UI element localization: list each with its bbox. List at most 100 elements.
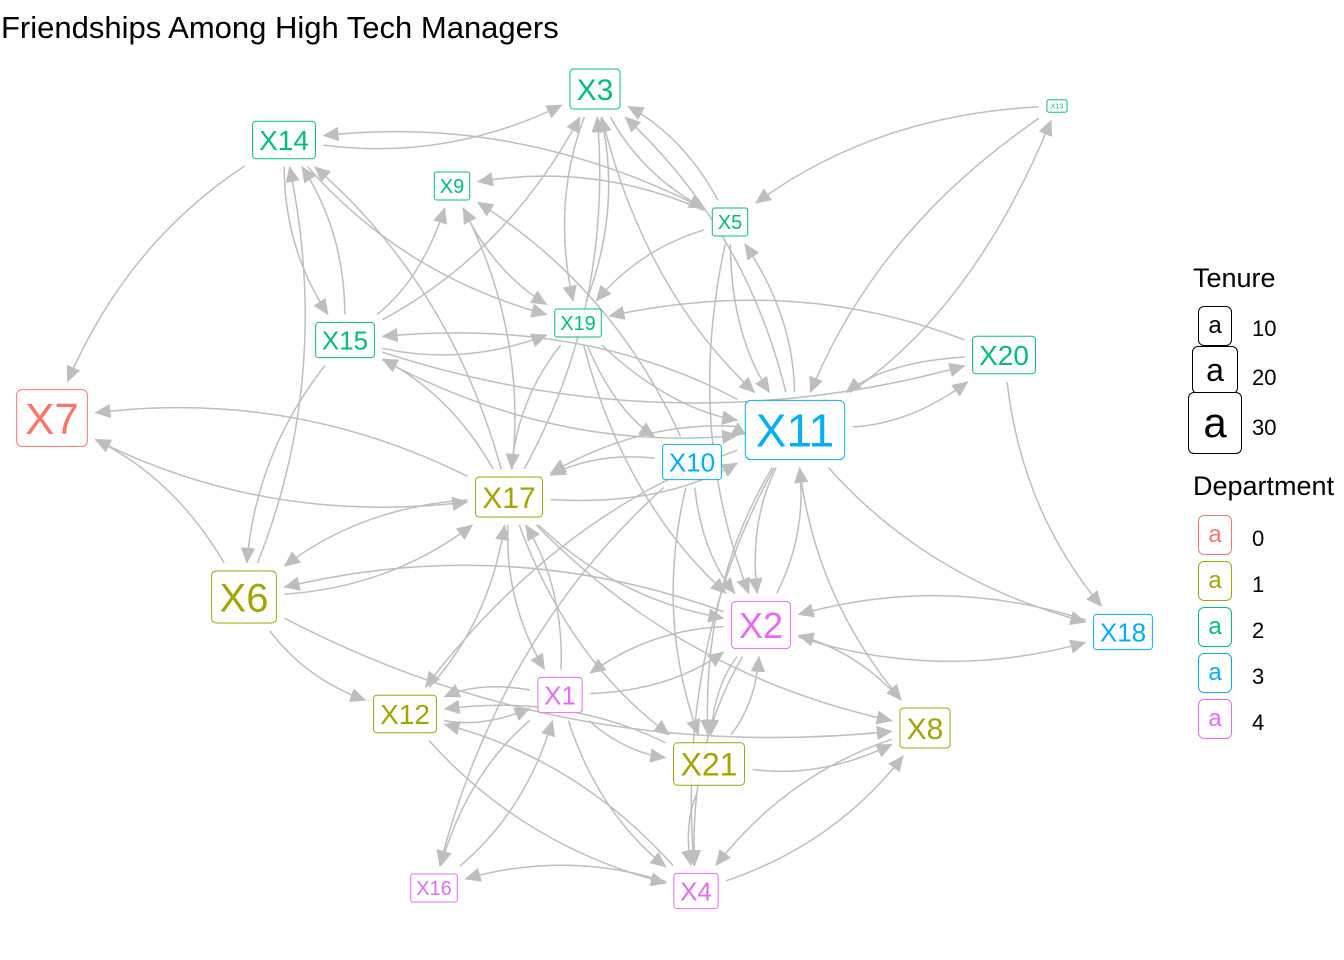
legend-key: a bbox=[1198, 306, 1232, 346]
edge-X15-to-X19 bbox=[382, 333, 548, 356]
edge-X19-to-X2 bbox=[582, 344, 727, 594]
node-box bbox=[410, 873, 458, 903]
edge-X11-to-X20 bbox=[852, 381, 969, 428]
edge-X7-to-X17 bbox=[95, 438, 469, 511]
edge-X17-to-X9 bbox=[462, 207, 516, 470]
edge-X10-to-X9 bbox=[477, 201, 682, 437]
edge-X17-to-X8 bbox=[535, 524, 893, 725]
edge-X5-to-X14 bbox=[322, 126, 705, 210]
edge-X5-to-X3 bbox=[627, 105, 719, 201]
node-label: X21 bbox=[681, 747, 738, 783]
node-X10[interactable]: X10 bbox=[662, 443, 722, 481]
edge-X17-to-X6 bbox=[283, 499, 468, 567]
node-X13[interactable]: X13 bbox=[1046, 99, 1068, 113]
edge-X2-to-X1 bbox=[589, 625, 724, 674]
legend-key: a bbox=[1198, 699, 1232, 739]
edge-X1-to-X4 bbox=[567, 720, 667, 868]
edge-X3-to-X19 bbox=[562, 116, 586, 302]
node-X5[interactable]: X5 bbox=[711, 207, 749, 237]
edge-X8-to-X4 bbox=[715, 738, 893, 867]
edge-X11-to-X15 bbox=[381, 327, 738, 400]
edge-X3-to-X11 bbox=[601, 116, 756, 393]
node-X8[interactable]: X8 bbox=[899, 707, 951, 749]
node-label: X11 bbox=[756, 405, 834, 457]
edge-X4-to-X16 bbox=[464, 864, 667, 883]
edge-X2-to-X11 bbox=[776, 466, 809, 594]
node-box bbox=[673, 872, 719, 910]
edge-X14-to-X7 bbox=[66, 165, 245, 383]
node-X15[interactable]: X15 bbox=[315, 321, 375, 359]
node-X20[interactable]: X20 bbox=[972, 335, 1036, 375]
node-X4[interactable]: X4 bbox=[673, 872, 719, 910]
node-box bbox=[537, 676, 583, 714]
node-X14[interactable]: X14 bbox=[252, 120, 316, 160]
edge-X2-to-X18 bbox=[798, 636, 1087, 663]
edge-X12-to-X17 bbox=[428, 524, 510, 688]
edge-X17-to-X14 bbox=[314, 166, 502, 470]
edge-X10-to-X17 bbox=[549, 456, 655, 477]
node-box bbox=[433, 171, 471, 201]
edge-X5-to-X11 bbox=[729, 243, 771, 394]
node-X19[interactable]: X19 bbox=[554, 308, 602, 338]
edge-X17-to-X7 bbox=[94, 403, 468, 477]
node-X12[interactable]: X12 bbox=[373, 694, 437, 734]
legend-label: 4 bbox=[1252, 710, 1265, 735]
node-box bbox=[315, 321, 375, 359]
node-X9[interactable]: X9 bbox=[433, 171, 471, 201]
node-X17[interactable]: X17 bbox=[475, 476, 543, 518]
edge-X11-to-X13 bbox=[849, 119, 1053, 394]
node-box bbox=[373, 694, 437, 734]
node-label: X17 bbox=[482, 482, 535, 515]
node-box bbox=[662, 443, 722, 481]
edge-X21-to-X2 bbox=[730, 655, 766, 736]
edge-X11-to-X2 bbox=[748, 467, 777, 595]
edge-X1-to-X17 bbox=[525, 524, 563, 670]
legend-key: a bbox=[1192, 346, 1238, 394]
node-label: X12 bbox=[380, 699, 430, 730]
node-box bbox=[899, 707, 951, 749]
node-X6[interactable]: X6 bbox=[211, 570, 277, 624]
node-X16[interactable]: X16 bbox=[410, 873, 458, 903]
node-X3[interactable]: X3 bbox=[569, 68, 621, 110]
edge-X5-to-X19 bbox=[595, 229, 705, 302]
node-X7[interactable]: X7 bbox=[16, 389, 88, 447]
legend-key: a bbox=[1198, 653, 1232, 693]
node-label: X5 bbox=[718, 212, 742, 234]
edge-X14-to-X3 bbox=[323, 104, 563, 150]
edge-X17-to-X3 bbox=[523, 116, 606, 470]
legend-tenure-title: Tenure bbox=[1193, 263, 1276, 293]
node-X18[interactable]: X18 bbox=[1093, 613, 1153, 651]
node-label: X7 bbox=[25, 395, 79, 444]
node-X2[interactable]: X2 bbox=[731, 600, 791, 650]
legend-key: a bbox=[1198, 607, 1232, 647]
node-label: X13 bbox=[1051, 104, 1064, 111]
node-label: X8 bbox=[907, 713, 944, 746]
edge-X13-to-X11 bbox=[809, 117, 1040, 394]
node-box bbox=[554, 308, 602, 338]
node-label: X9 bbox=[440, 176, 464, 198]
edge-X14-to-X19 bbox=[307, 166, 548, 318]
node-box bbox=[673, 742, 745, 786]
node-box bbox=[744, 399, 846, 461]
edge-X2-to-X6 bbox=[283, 564, 724, 613]
legend-label: 30 bbox=[1252, 415, 1277, 440]
legend-label: 0 bbox=[1252, 526, 1265, 551]
node-X11[interactable]: X11 bbox=[744, 399, 846, 461]
node-label: X4 bbox=[680, 876, 712, 906]
node-label: X20 bbox=[979, 340, 1029, 371]
node-label: X15 bbox=[322, 325, 368, 355]
edge-X20-to-X11 bbox=[845, 356, 965, 394]
edge-X15-to-X6 bbox=[240, 365, 326, 564]
edge-X20-to-X19 bbox=[608, 299, 965, 341]
node-X1[interactable]: X1 bbox=[537, 676, 583, 714]
edge-X1-to-X2 bbox=[590, 651, 725, 695]
edge-X11-to-X4 bbox=[685, 467, 775, 867]
legend-label: 3 bbox=[1252, 664, 1265, 689]
edge-X5-to-X9 bbox=[476, 172, 705, 212]
edge-X1-to-X16 bbox=[437, 719, 531, 867]
edge-X15-to-X3 bbox=[382, 116, 581, 321]
node-X21[interactable]: X21 bbox=[673, 742, 745, 786]
node-box bbox=[1046, 99, 1068, 113]
edge-X15-to-X11 bbox=[382, 359, 739, 445]
